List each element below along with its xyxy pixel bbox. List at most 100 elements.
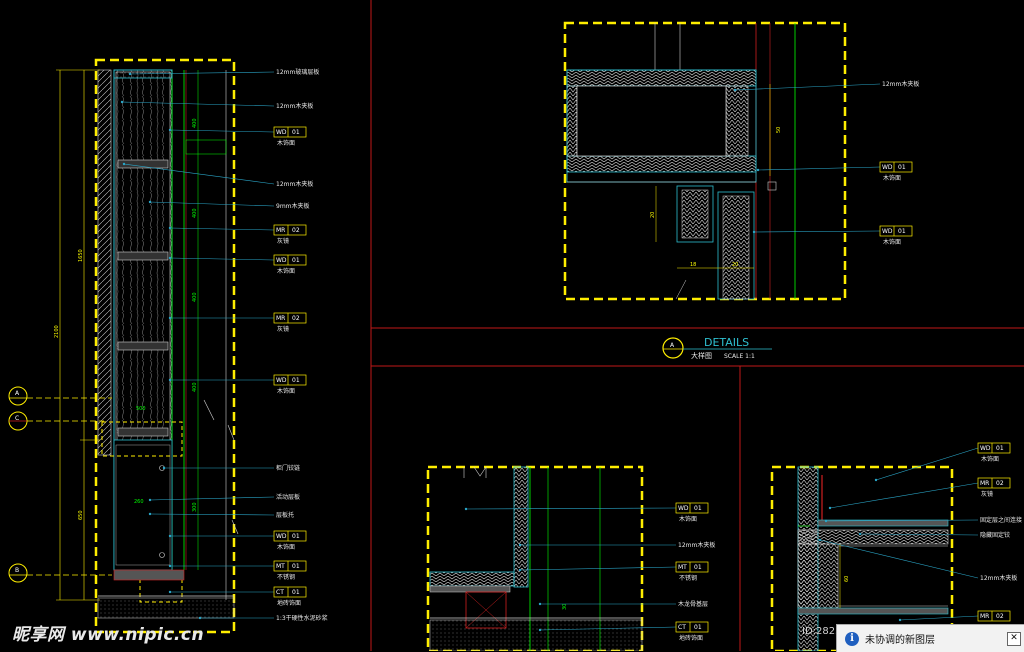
svg-text:400: 400 [192, 208, 198, 218]
detail-c-drawing[interactable]: 60 [770, 465, 954, 651]
callout: 12mm玻璃层板 [128, 68, 319, 76]
material-number: 02 [292, 315, 300, 322]
section-marker-a-label: A [15, 390, 20, 397]
material-code: WD [882, 164, 893, 171]
details-scale: SCALE 1:1 [724, 353, 755, 360]
details-title: DETAILS [704, 336, 749, 349]
detail-a-dim-20b: 20 [732, 262, 738, 268]
callout: 12mm木夹板 [518, 541, 715, 549]
material-tag: MR 02 [977, 610, 1011, 622]
material-code: MR [980, 480, 989, 487]
material-code: MR [276, 315, 285, 322]
detail-a-drawing[interactable]: 50 20 18 20 [563, 21, 847, 301]
callout: 1:3干硬性水泥砂浆 [198, 614, 328, 622]
detail-b-drawing[interactable]: 30 [426, 465, 644, 651]
callout-label: 12mm木夹板 [882, 80, 919, 88]
callout: 12mm木夹板 [122, 162, 313, 188]
callout: 柜门铰链 [162, 464, 300, 472]
cabinet-elevation[interactable]: 2100 1650 650 400 400 400 400 300 500 26… [54, 58, 239, 634]
dim-lower: 650 [78, 510, 84, 520]
section-marker-b[interactable]: B [8, 563, 112, 583]
callout: 12mm木夹板 [120, 100, 313, 110]
detail-a-dim-18: 18 [690, 262, 696, 268]
callout: 活动层板 [148, 493, 300, 502]
material-code: MT [276, 563, 285, 570]
material-tag: CT 01 [273, 586, 307, 598]
material-code: WD [678, 505, 689, 512]
callout: MR 02 [898, 610, 1011, 622]
callout-label: 隐藏固定铰 [980, 531, 1010, 539]
callout: 9mm木夹板 [148, 200, 310, 210]
material-number: 01 [694, 564, 702, 571]
callout-label: 固定层之间连接 [980, 516, 1022, 524]
material-tag: MT 01 [675, 561, 709, 573]
callout-label: 柜门铰链 [276, 464, 300, 472]
material-code: MT [678, 564, 687, 571]
close-icon[interactable]: ✕ [1007, 631, 1021, 646]
callout-label: 木龙骨基层 [678, 600, 708, 608]
material-code: MR [980, 613, 989, 620]
callout-label: 活动层板 [276, 493, 300, 501]
section-markers[interactable]: A C B [8, 386, 112, 583]
material-label: 灰镜 [981, 490, 993, 498]
material-tag: WD 01 [977, 442, 1011, 454]
layer-notification-balloon[interactable]: i 未协调的新图层 ✕ [836, 624, 1024, 652]
material-label: 木饰面 [883, 238, 901, 246]
section-marker-c[interactable]: C [8, 411, 104, 431]
callout-label: 12mm木夹板 [980, 574, 1017, 582]
svg-text:400: 400 [192, 292, 198, 302]
material-number: 01 [996, 445, 1004, 452]
svg-text:30: 30 [562, 604, 568, 610]
details-title-tag: A [670, 342, 675, 349]
material-number: 01 [292, 533, 300, 540]
material-tag: WD 01 [675, 502, 709, 514]
detail-a-dim-50: 50 [776, 127, 782, 133]
svg-text:300: 300 [192, 502, 198, 512]
material-number: 01 [292, 129, 300, 136]
material-number: 02 [996, 613, 1004, 620]
detail-a-dim-20: 20 [650, 212, 656, 218]
material-code: CT [276, 589, 284, 596]
material-number: 01 [292, 589, 300, 596]
viewport-frames [370, 0, 1024, 651]
callout-label: 12mm木夹板 [276, 102, 313, 110]
callout-label: 12mm木夹板 [276, 180, 313, 188]
section-marker-a[interactable]: A [8, 386, 112, 406]
material-code: WD [882, 228, 893, 235]
watermark: 昵享网 www.nipic.cn [12, 625, 205, 645]
material-number: 01 [292, 257, 300, 264]
callout-label: 12mm玻璃层板 [276, 68, 319, 76]
callout: 隐藏固定铰 [858, 531, 1010, 539]
svg-text:400: 400 [192, 382, 198, 392]
material-code: WD [980, 445, 991, 452]
material-code: CT [678, 624, 686, 631]
material-tag: MR 02 [273, 312, 307, 324]
material-label: 木饰面 [883, 174, 901, 182]
material-number: 01 [694, 505, 702, 512]
svg-text:500: 500 [136, 406, 146, 412]
callout: 固定层之间连接 [824, 516, 1022, 524]
